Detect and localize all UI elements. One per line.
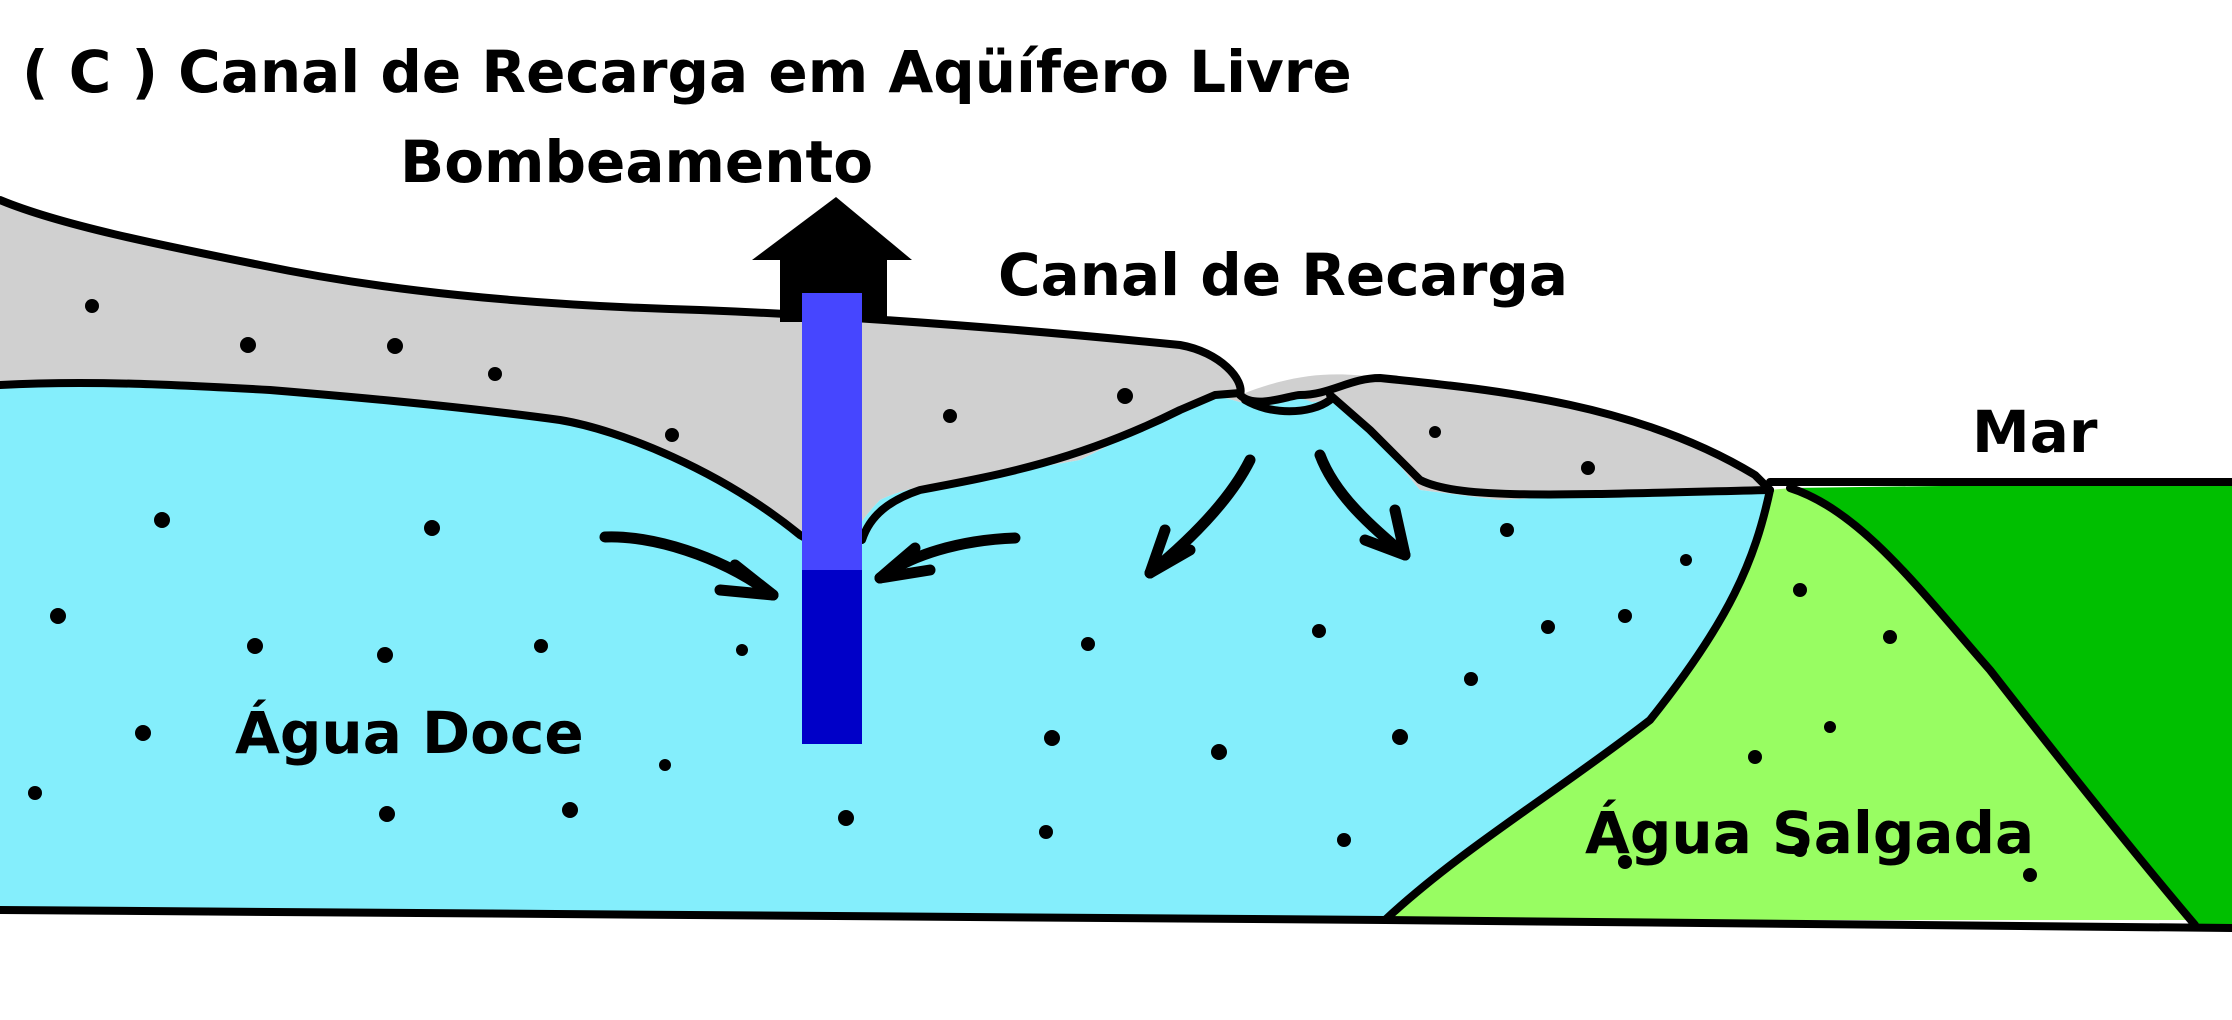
arrow-icon [1144, 524, 1196, 579]
water-table-line [0, 378, 839, 559]
aquifer-base-line [0, 906, 2232, 932]
salt-water-label: Água Salgada [1585, 798, 2034, 867]
well-upper-casing [802, 293, 862, 570]
sea-label: Mar [1972, 398, 2098, 466]
fresh-water-label: Água Doce [235, 698, 584, 767]
saltwater-interface-line [1381, 486, 1774, 924]
well-lower-casing [802, 570, 862, 744]
pumping-label: Bombeamento [400, 128, 873, 196]
fresh-water-aquifer [0, 382, 1770, 920]
arrow-icon [714, 559, 779, 601]
sea-body [1790, 482, 2232, 925]
flow-arrows [599, 449, 1411, 601]
arrow-icon [874, 542, 936, 584]
recharge-canal-outline [1236, 374, 1774, 494]
arrow-icon [1359, 504, 1411, 561]
recharge-canal-label: Canal de Recarga [998, 241, 1568, 309]
water-table-mound-line [1326, 391, 1774, 499]
soil-layer [0, 200, 1770, 560]
ground-surface-line [0, 196, 1245, 399]
diagram-title: ( C ) Canal de Recarga em Aqüífero Livre [22, 38, 1352, 106]
canal-bottom-line [1241, 396, 1334, 416]
sediment-dots [28, 299, 2037, 882]
salt-water-wedge [1385, 488, 2190, 920]
seabed-line [1786, 484, 2199, 929]
water-table-right-line [858, 389, 1244, 544]
